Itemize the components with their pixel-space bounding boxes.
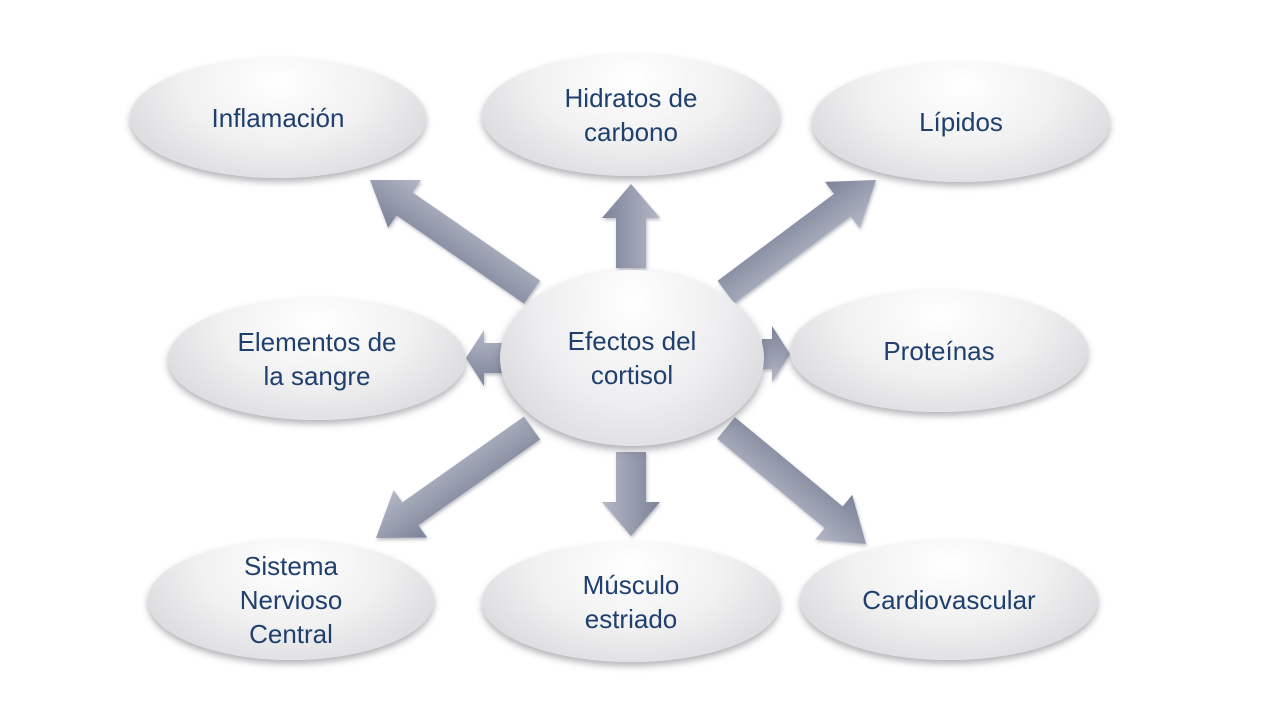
- center-node-efectos-del-cortisol: Efectos del cortisol: [500, 270, 764, 446]
- node-hidratos-de-carbono: Hidratos de carbono: [482, 54, 780, 176]
- node-cardiovascular: Cardiovascular: [800, 540, 1098, 660]
- arrow-to-hidratos: [602, 184, 660, 268]
- node-cardio-label: Cardiovascular: [862, 585, 1036, 615]
- node-lipidos-label: Lípidos: [919, 107, 1003, 137]
- node-elementos-de-la-sangre: Elementos de la sangre: [168, 298, 466, 420]
- node-snc-label: Sistema Nervioso Central: [239, 551, 343, 649]
- arrow-to-cardio: [717, 417, 866, 544]
- arrow-to-musculo: [602, 452, 660, 536]
- arrow-to-proteinas: [762, 326, 790, 382]
- node-elementos-label: Elementos de la sangre: [237, 327, 397, 391]
- node-inflamacion-label: Inflamación: [211, 103, 345, 133]
- node-lipidos: Lípidos: [812, 62, 1110, 182]
- arrow-to-snc: [376, 416, 541, 538]
- arrow-to-lipidos: [717, 180, 876, 304]
- center-node-label: Efectos del cortisol: [567, 326, 697, 390]
- node-proteinas-label: Proteínas: [883, 336, 995, 366]
- node-hidratos-label: Hidratos de carbono: [564, 83, 698, 147]
- node-musculo-label: Músculo estriado: [582, 570, 680, 634]
- node-proteinas: Proteínas: [790, 290, 1088, 412]
- node-musculo-estriado: Músculo estriado: [482, 542, 780, 662]
- node-inflamacion: Inflamación: [130, 58, 426, 178]
- node-sistema-nervioso-central: Sistema Nervioso Central: [148, 540, 434, 660]
- arrow-to-elementos: [466, 330, 502, 386]
- arrow-to-inflamacion: [370, 180, 540, 304]
